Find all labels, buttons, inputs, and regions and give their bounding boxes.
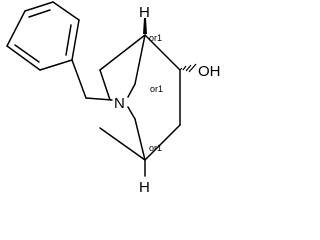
stereo-label-c1: or1 (149, 33, 162, 43)
ring-bond (6, 10, 26, 47)
hash-line (182, 65, 187, 71)
stereo-label-c2: or1 (150, 84, 163, 94)
ring-double-bond (28, 9, 51, 18)
ring-double-bond (14, 44, 40, 63)
hash-line (185, 64, 192, 72)
ring-bond (52, 1, 80, 21)
structure-diagram: N OH H H or1 or1 or1 (6, 1, 221, 196)
benzyl-bond (71, 59, 87, 99)
atom-label-hydroxyl: OH (198, 63, 221, 80)
ring-bond (6, 45, 41, 71)
hash-line (188, 63, 197, 73)
c4-bridge-bond (134, 118, 146, 161)
atom-label-nitrogen: N (114, 95, 125, 112)
c3-c4-bond (144, 124, 181, 161)
stereo-label-c4: or1 (149, 143, 162, 153)
atom-label-hydrogen-bottom: H (139, 179, 150, 196)
atom-label-hydrogen-top: H (139, 4, 150, 21)
hashed-wedge-bond-c2-oh (179, 63, 197, 73)
ring-double-bond (65, 24, 72, 56)
ring-bond (71, 19, 80, 61)
ring-bond (24, 1, 54, 12)
benzene-ring (6, 1, 80, 71)
c5-c4-bond (99, 127, 146, 161)
hash-line (179, 67, 183, 71)
benzyl-n-bond (85, 97, 113, 101)
wedge-bond-c1-h (143, 18, 147, 34)
c1-c7-bond (99, 34, 146, 71)
ring-bond (39, 59, 73, 71)
n-bridge-bottom-bond (127, 106, 136, 120)
c1-bridge-bond (134, 34, 146, 85)
n-bridge-top-bond (127, 83, 136, 98)
c7-c6-bond (99, 69, 111, 101)
c1-c2-bond (144, 34, 181, 71)
